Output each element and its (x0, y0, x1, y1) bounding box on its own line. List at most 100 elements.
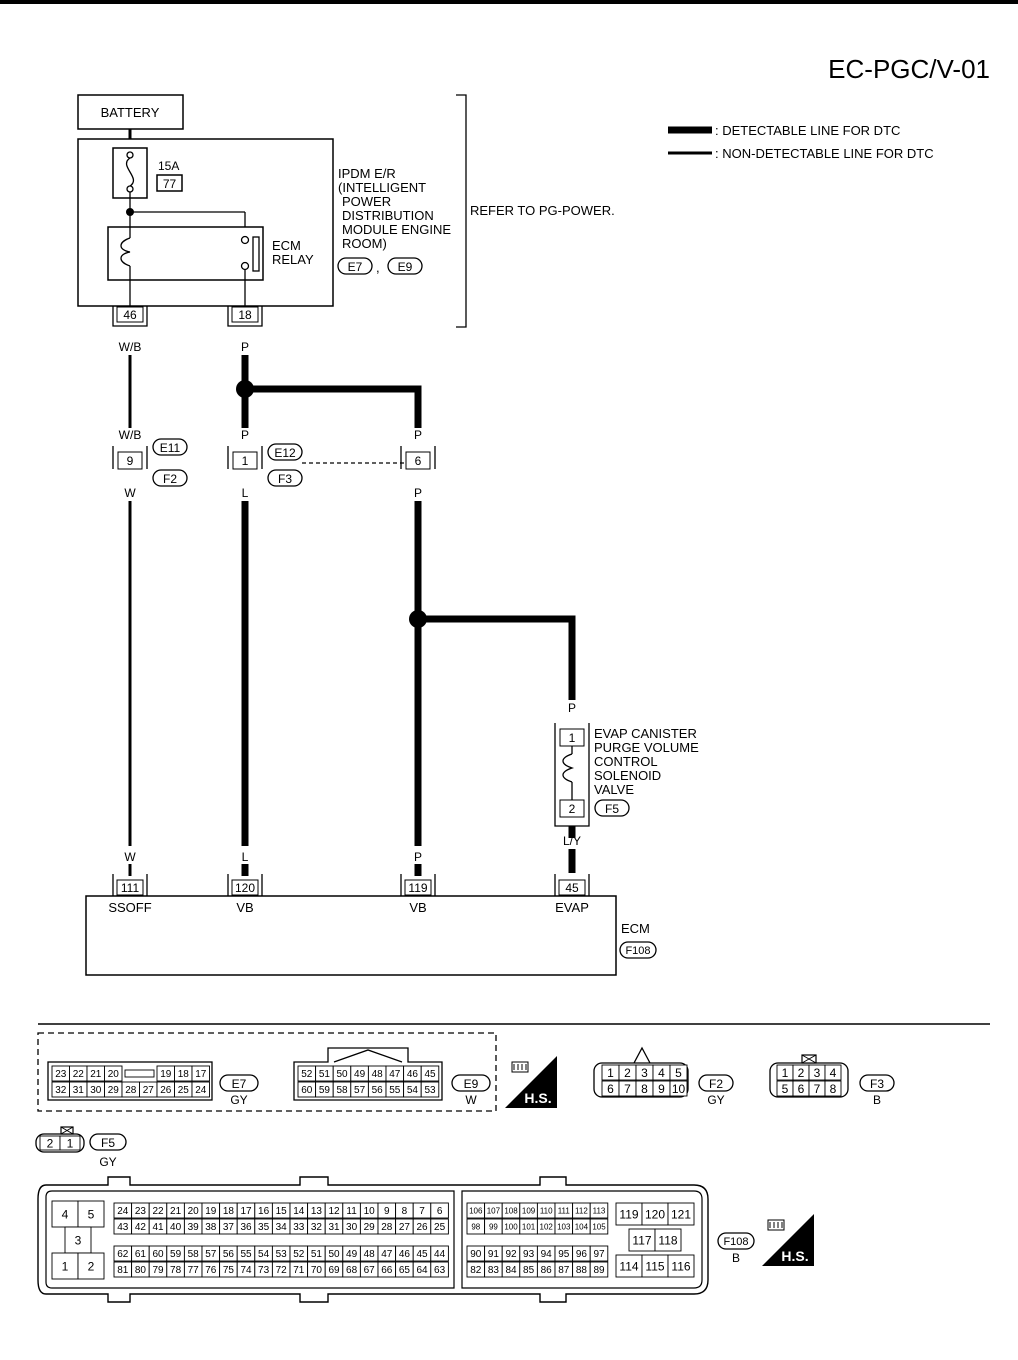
e7-row2-pin: 31 (73, 1085, 85, 1096)
f108-a-row3-cell (430, 1245, 449, 1262)
fuse-top-terminal (126, 151, 134, 159)
f2-row2-cell (669, 1080, 688, 1097)
wire-p-evap-label: P (568, 701, 576, 715)
connector-e12-label: E12 (274, 446, 296, 460)
f108-b-row2-pin: 100 (504, 1222, 518, 1231)
e9-row2-pin: 59 (319, 1085, 331, 1096)
ipdm-terminal-46: 46 (112, 306, 148, 327)
connector-e7-tag (219, 1074, 259, 1092)
f108-b-row2-pin: 99 (489, 1222, 498, 1231)
ipdm-line-4: DISTRIBUTION (342, 208, 434, 223)
f108-a-row4-pin: 73 (258, 1265, 270, 1276)
ipdm-label: IPDM E/R (INTELLIGENT POWER DISTRIBUTION… (337, 166, 451, 275)
e7-row1-pin: 20 (108, 1069, 120, 1080)
wire-p-right-mid-bottom: P (414, 486, 422, 500)
connector-f108-code: F108 (723, 1236, 748, 1248)
e9-row1-pin: 46 (407, 1069, 419, 1080)
wire-w-bottom: W (124, 850, 136, 864)
connector-e7-color: GY (230, 1093, 247, 1107)
f108-a-row2-pin: 34 (276, 1222, 288, 1233)
f108-a-row1-pin: 13 (311, 1206, 323, 1217)
f108-b-row4-pin: 87 (558, 1265, 570, 1276)
f108-a-row1-pin: 9 (384, 1206, 390, 1217)
junction-1-label: 1 (242, 454, 249, 468)
evap-line-4: SOLENOID (594, 768, 661, 783)
ecm-box (85, 895, 617, 976)
f108-b-row1-cell (589, 1202, 609, 1219)
e9-row1-cell (420, 1065, 440, 1082)
f108-c-row1-pin: 120 (645, 1207, 665, 1221)
harness-side-icon: H.S. (505, 1056, 557, 1108)
f108-b-row1-pin: 110 (540, 1206, 553, 1215)
f108-a-row2-pin: 25 (434, 1222, 446, 1233)
f108-a-row3-pin: 54 (258, 1249, 270, 1260)
f108-left-cell (77, 1252, 105, 1280)
ecm-terminal-119-num: 119 (408, 881, 427, 895)
e7-row1-pin: 21 (90, 1069, 102, 1080)
wire-p-branch (245, 385, 422, 428)
ipdm-line-1: IPDM E/R (338, 166, 396, 181)
f108-a-row4-pin: 64 (416, 1265, 428, 1276)
wire-p-evap (418, 615, 576, 700)
f108-a-row3-pin: 47 (381, 1249, 393, 1260)
f108-a-row4-pin: 71 (293, 1265, 305, 1276)
junction-6: 6 (400, 446, 436, 470)
f3-row1-pin: 4 (830, 1066, 837, 1080)
legend-detectable: : DETECTABLE LINE FOR DTC (715, 123, 900, 138)
f2-row1-pin: 2 (624, 1066, 631, 1080)
f108-left-pin: 2 (88, 1259, 95, 1273)
f108-a-row3-pin: 44 (434, 1249, 446, 1260)
f2-row2-pin: 10 (672, 1082, 686, 1096)
f108-a-row4-pin: 65 (399, 1265, 411, 1276)
evap-line-3: CONTROL (594, 754, 658, 769)
ecm-terminal-111-name: SSOFF (108, 900, 151, 915)
ipdm-line-6: ROOM) (342, 236, 387, 251)
e9-row2-pin: 53 (424, 1085, 436, 1096)
ipdm-line-2: (INTELLIGENT (338, 180, 426, 195)
e9-row1-pin: 49 (354, 1069, 366, 1080)
f108-left-pin: 1 (62, 1259, 69, 1273)
f108-a-row1-pin: 19 (205, 1206, 217, 1217)
f108-a-row3-pin: 58 (188, 1249, 200, 1260)
fuse-bottom-terminal (126, 185, 134, 193)
wire-wb-mid: W/B (119, 428, 142, 442)
connector-f2-tag (698, 1074, 734, 1092)
f108-left-cell (51, 1200, 79, 1228)
wire-wb-top: W/B (119, 340, 142, 354)
f108-a-row1-pin: 10 (364, 1206, 376, 1217)
junction-9-label: 9 (127, 454, 134, 468)
connector-f2 (152, 469, 188, 487)
f2-row1-pin: 4 (658, 1066, 665, 1080)
ipdm-connector-e9-label: E9 (398, 260, 413, 274)
relay-coil-icon (120, 237, 131, 267)
f108-a-row4-pin: 63 (434, 1265, 446, 1276)
connector-e7-code: E7 (232, 1077, 247, 1091)
ecm-terminal-45: 45 EVAP (554, 874, 590, 915)
f108-a-row3-pin: 59 (170, 1249, 182, 1260)
f108-a-row1-pin: 21 (170, 1206, 182, 1217)
f108-a-row1-pin: 15 (276, 1206, 288, 1217)
f108-c-row1-pin: 121 (671, 1207, 691, 1221)
ecm-terminal-120: 120 VB (227, 874, 263, 915)
f108-b-row3-pin: 97 (593, 1249, 605, 1260)
connector-f108-color: B (732, 1251, 740, 1265)
connector-f108-label: F108 (625, 945, 650, 957)
ipdm-line-3: POWER (342, 194, 391, 209)
f3-row2-pin: 6 (798, 1082, 805, 1096)
f108-a-row1-cell (430, 1202, 449, 1219)
f3-row1-pin: 2 (798, 1066, 805, 1080)
e9-row1-pin: 50 (336, 1069, 348, 1080)
f108-c-row3-cell (667, 1254, 695, 1278)
connector-f5-code: F5 (101, 1136, 115, 1150)
f2-row1-cell (669, 1064, 688, 1081)
f108-b-row3-pin: 94 (541, 1249, 553, 1260)
f108-a-row2-pin: 41 (152, 1222, 164, 1233)
label-bg-p (406, 846, 430, 864)
ecm-relay-label-2: RELAY (272, 252, 314, 267)
evap-coil-icon (562, 753, 575, 783)
f108-c-row1-cell (667, 1202, 695, 1226)
fuse-amps: 15A (158, 159, 179, 173)
evap-line-1: EVAP CANISTER (594, 726, 697, 741)
e7-row1-pin: 18 (178, 1069, 190, 1080)
